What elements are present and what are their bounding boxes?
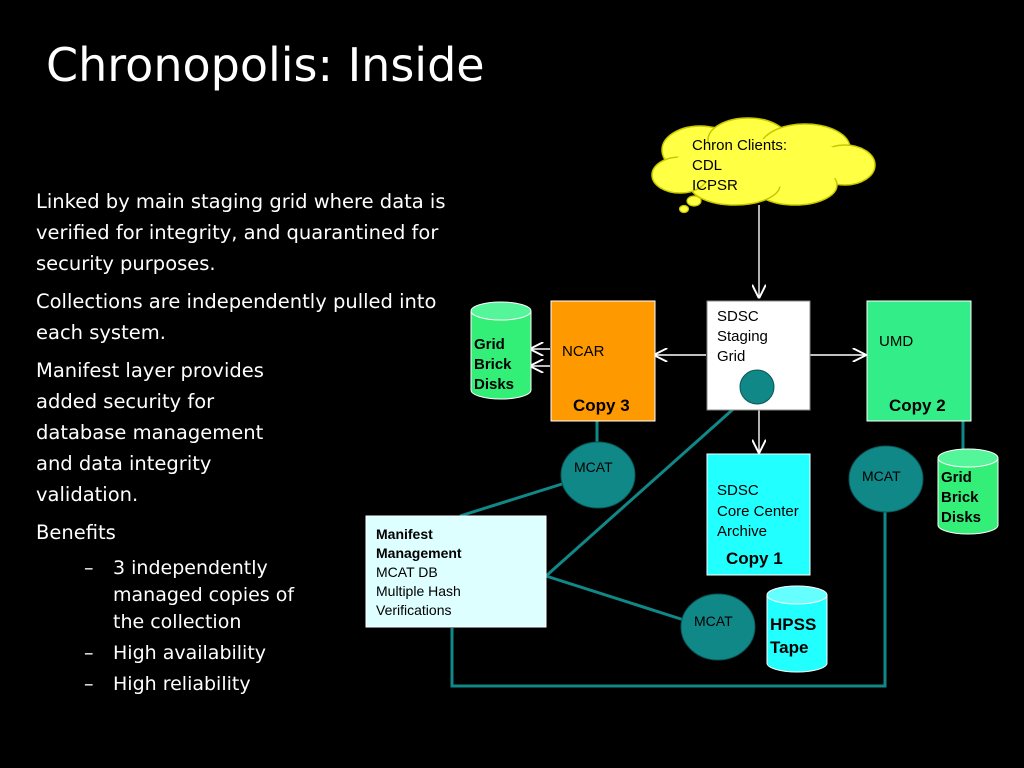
manifest-box — [365, 515, 547, 628]
grid-brick-right-cylinder — [937, 448, 999, 535]
mcat-umd-node — [848, 445, 924, 513]
dash-glyph: – — [84, 557, 94, 579]
staging-mcat-node — [739, 369, 775, 405]
bullet-manifest: Manifest layer provides added security f… — [36, 359, 264, 506]
chron-clients-cloud — [651, 117, 876, 214]
benefit-item: – High reliability — [36, 671, 481, 698]
bullet-staging-grid: Linked by main staging grid where data i… — [36, 190, 446, 275]
sdsc-core-label: SDSC Core Center Archive — [717, 482, 799, 540]
mcat-sdsc-label: MCAT — [694, 613, 733, 629]
mcat-ncar-node — [560, 441, 636, 509]
dash-glyph: – — [84, 642, 94, 664]
slide-title: Chronopolis: Inside — [46, 38, 485, 92]
benefit-item: – 3 independently managed copies of the … — [84, 557, 295, 633]
hpss-tape-label: HPSS Tape — [770, 615, 817, 657]
benefit-item: – High availability — [36, 640, 481, 667]
mcat-umd-label: MCAT — [862, 468, 901, 484]
connector-lines — [450, 385, 965, 688]
umd-box — [866, 300, 972, 422]
copy2-label: Copy 2 — [889, 396, 946, 415]
bullet-benefits: Benefits — [36, 521, 116, 544]
grid-brick-left-label: Grid Brick Disks — [474, 336, 515, 393]
copy1-label: Copy 1 — [726, 549, 783, 568]
ncar-box — [550, 300, 656, 422]
manifest-label: Manifest Management MCAT DB Multiple Has… — [376, 526, 462, 618]
bullet-list: Linked by main staging grid where data i… — [36, 186, 481, 702]
hpss-tape-cylinder — [766, 585, 828, 673]
ncar-label: NCAR — [562, 343, 605, 360]
sdsc-staging-label: SDSC Staging Grid — [717, 308, 768, 365]
copy3-label: Copy 3 — [573, 396, 630, 415]
chron-clients-label: Chron Clients: CDL ICPSR — [692, 137, 788, 194]
dash-glyph: – — [84, 673, 94, 695]
grid-brick-left-cylinder — [470, 301, 532, 400]
mcat-ncar-label: MCAT — [574, 459, 613, 475]
grid-brick-right-label: Grid Brick Disks — [941, 469, 982, 526]
sdsc-core-box — [706, 453, 811, 576]
bullet-collections: Collections are independently pulled int… — [36, 290, 437, 344]
mcat-sdsc-node — [680, 593, 756, 661]
arrow-lines — [531, 205, 865, 452]
umd-label: UMD — [879, 333, 914, 350]
